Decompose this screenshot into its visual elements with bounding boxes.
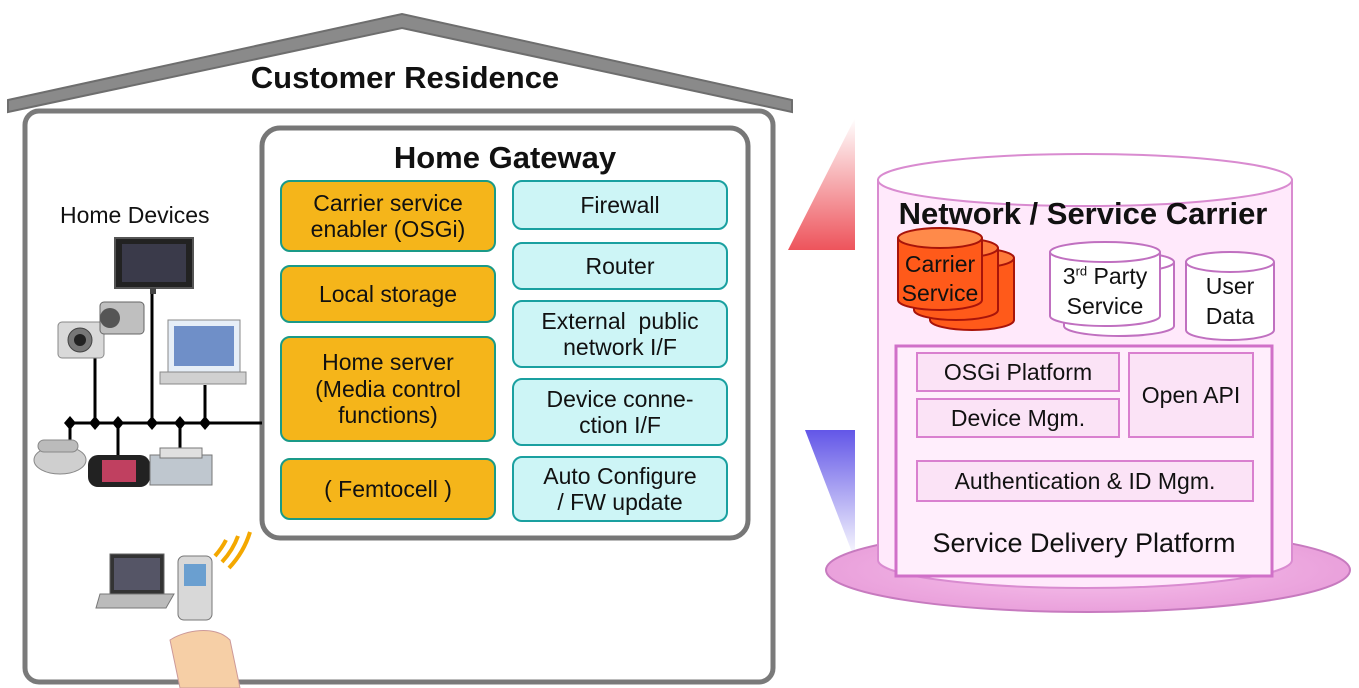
connection-arrow xyxy=(788,118,855,560)
firewall-box: Firewall xyxy=(512,180,728,230)
cylinder-top xyxy=(877,153,1293,207)
carrier-service-cylinders xyxy=(897,227,1015,331)
phone-icon xyxy=(33,439,87,475)
printer-icon xyxy=(149,447,213,486)
wireless-signal-icon xyxy=(213,531,252,570)
third-party-cylinders xyxy=(1049,241,1175,337)
open-api-box: Open API xyxy=(1128,352,1254,438)
tv-icon xyxy=(114,237,194,294)
house-roof xyxy=(7,12,793,114)
arrow-mask xyxy=(820,285,855,395)
osgi-platform-box: OSGi Platform xyxy=(916,352,1120,392)
mobile-phone-icon xyxy=(169,555,241,688)
authentication-box: Authentication & ID Mgm. xyxy=(916,460,1254,502)
service-delivery-platform-label: Service Delivery Platform xyxy=(932,528,1236,558)
device-mgm-box: Device Mgm. xyxy=(916,398,1120,438)
router-box: Router xyxy=(512,242,728,290)
handheld-game-icon xyxy=(88,455,150,487)
camera-icon xyxy=(57,321,105,359)
user-data-label: User Data xyxy=(1205,273,1255,329)
user-data-cylinder xyxy=(1185,251,1275,341)
third-party-service-label: 3rd Party Service xyxy=(1062,263,1148,319)
residence-title: Customer Residence xyxy=(250,60,560,95)
local-storage-box: Local storage xyxy=(280,265,496,323)
auto-configure-box: Auto Configure/ FW update xyxy=(512,456,728,522)
gateway-title: Home Gateway xyxy=(393,140,617,175)
carrier-service-label: Carrier Service xyxy=(901,251,979,306)
laptop-icon xyxy=(159,319,247,385)
bus-junctions xyxy=(64,416,211,430)
laptop-small-icon xyxy=(95,553,175,609)
carrier-title: Network / Service Carrier xyxy=(898,196,1268,231)
home-devices-label: Home Devices xyxy=(60,202,210,228)
device-connection-if-box: Device conne-ction I/F xyxy=(512,378,728,446)
femtocell-box: ( Femtocell ) xyxy=(280,458,496,520)
camcorder-icon xyxy=(99,301,145,335)
